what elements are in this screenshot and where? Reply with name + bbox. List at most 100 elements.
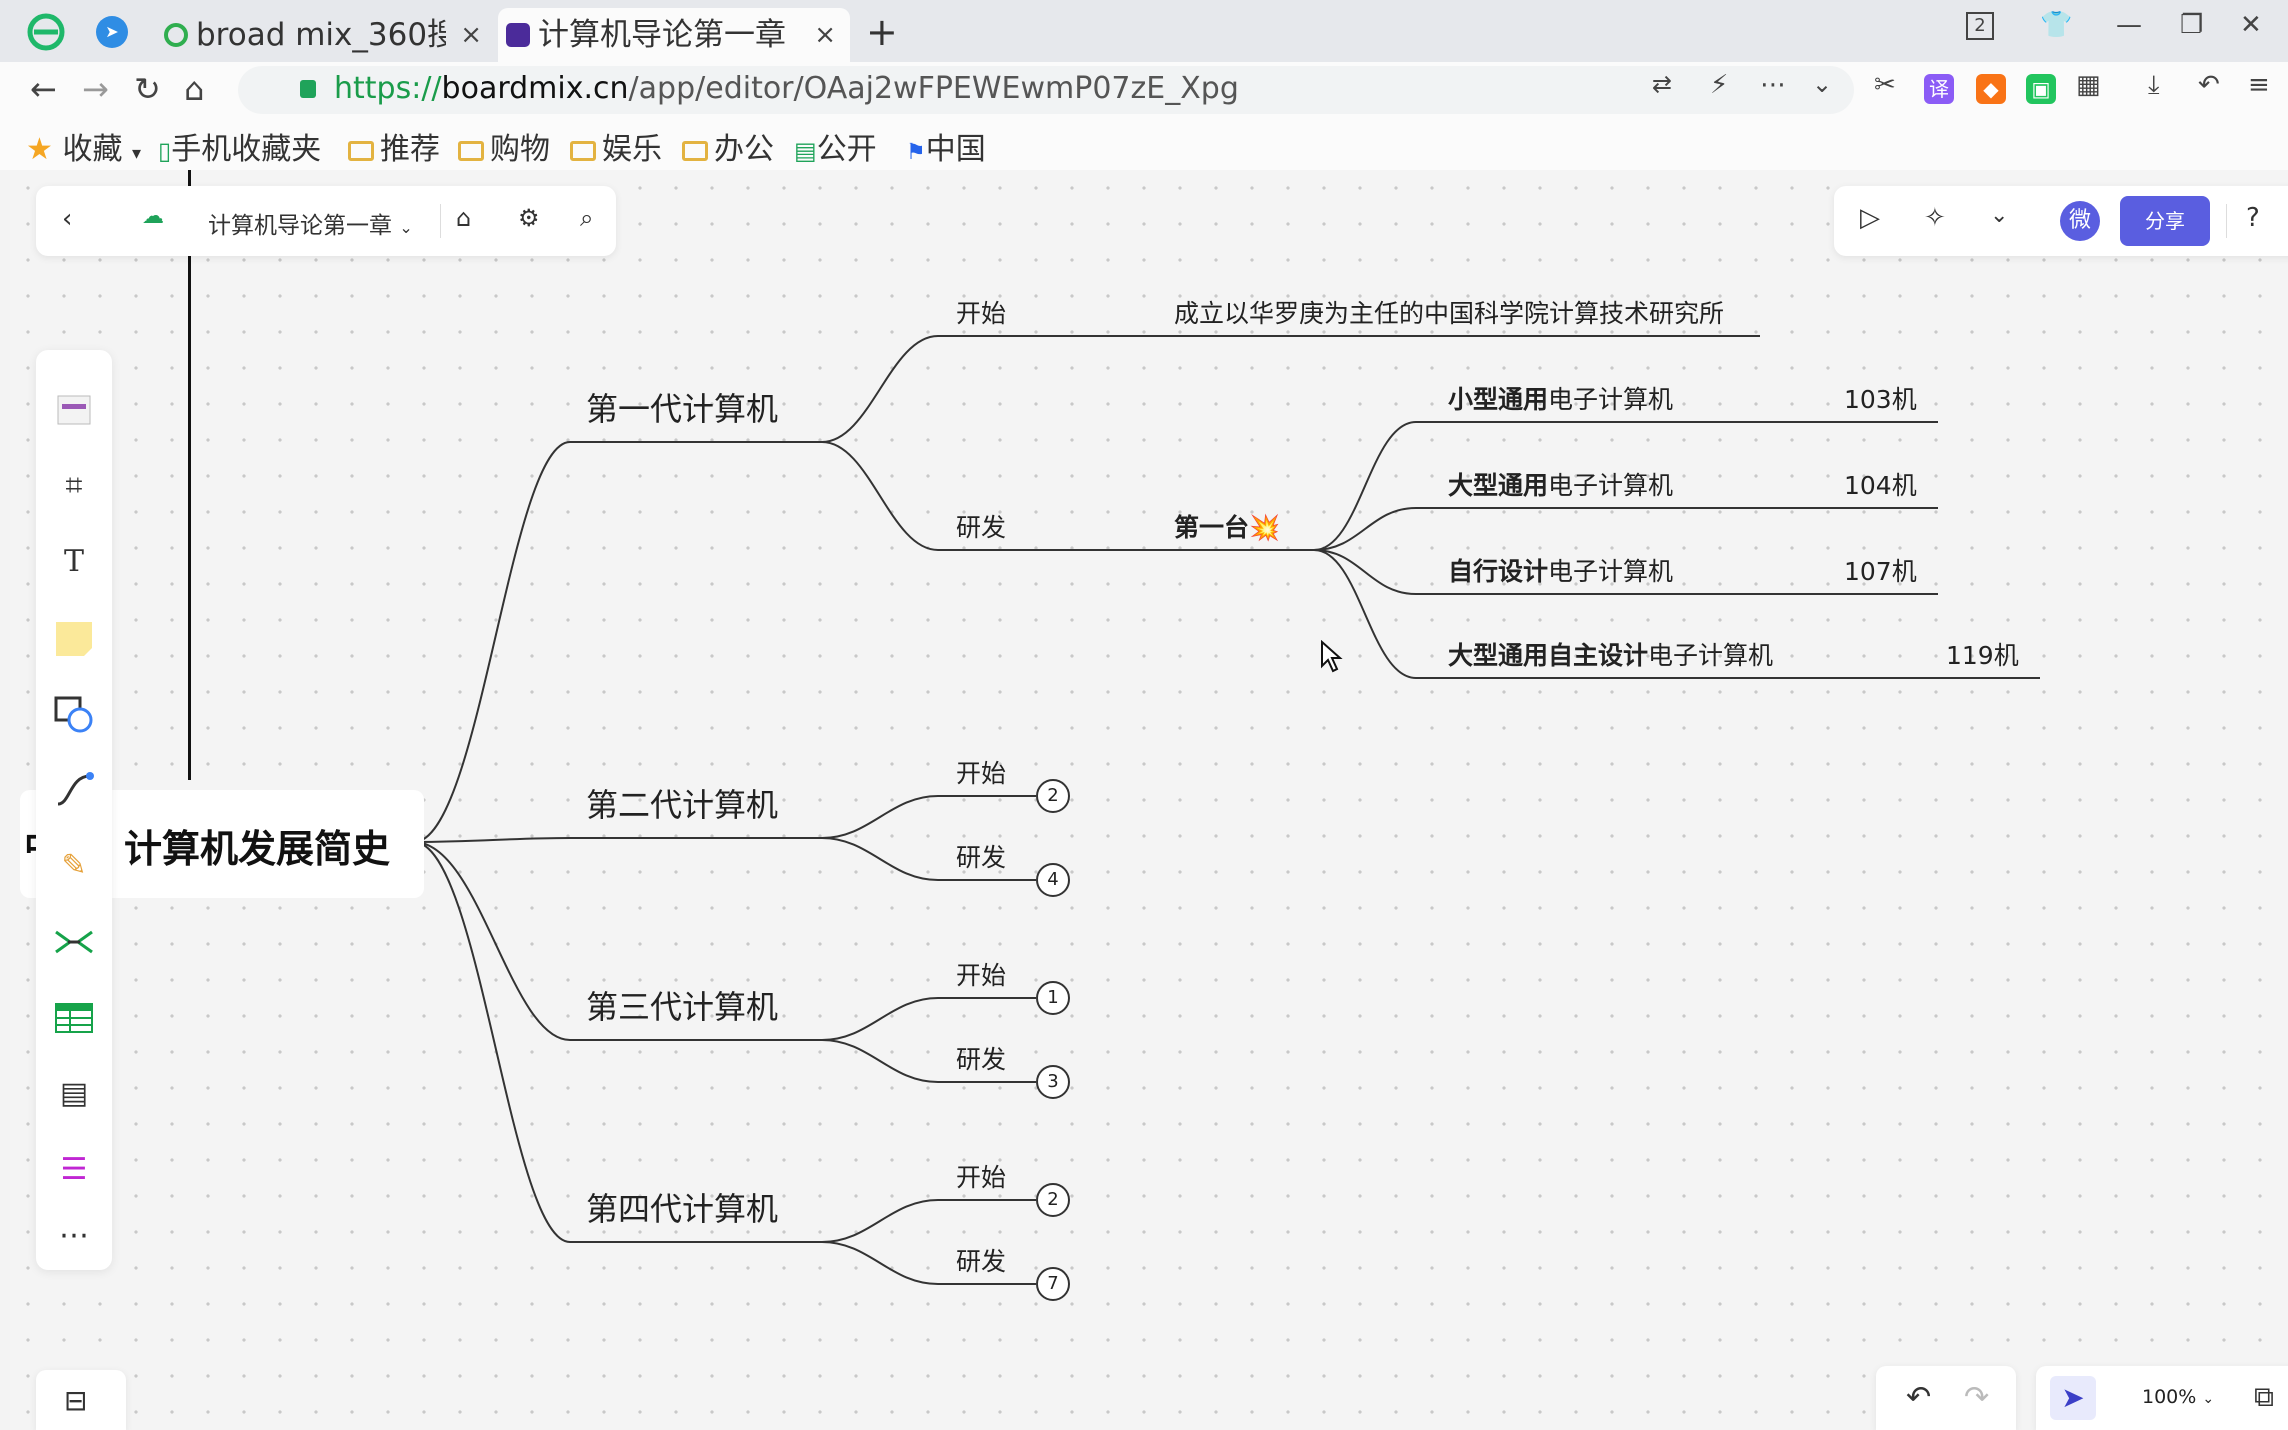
gen-4-research-node[interactable]: 研发 bbox=[956, 1247, 1007, 1276]
item-large-self-designed-model[interactable]: 119机 bbox=[1946, 641, 2019, 670]
close-window-icon[interactable]: ✕ bbox=[2240, 10, 2262, 40]
wechat-ext-icon[interactable]: ▣ bbox=[2026, 74, 2056, 104]
undo-icon[interactable]: ↶ bbox=[1906, 1380, 1932, 1415]
redo-icon[interactable]: ↷ bbox=[1964, 1380, 1990, 1415]
translate-ext-icon[interactable]: 译 bbox=[1924, 74, 1954, 104]
star-icon: ★ bbox=[26, 132, 53, 167]
minimize-icon[interactable]: — bbox=[2116, 10, 2142, 40]
frame-tool[interactable]: ⌗ bbox=[50, 462, 98, 510]
double-chevron-down-icon[interactable]: ⌄ bbox=[1990, 203, 2009, 228]
bookmark-china[interactable]: ⚑中国 bbox=[906, 132, 986, 167]
gen-1-start-node[interactable]: 开始 bbox=[956, 299, 1007, 328]
bookmark-folder-office[interactable]: 办公 bbox=[682, 124, 774, 168]
play-icon[interactable]: ▷ bbox=[1860, 203, 1880, 233]
tab-title: broad mix_360搜索 bbox=[196, 17, 446, 53]
collapsed-count-badge[interactable]: 2 bbox=[1036, 779, 1070, 813]
gen-1-node[interactable]: 第一代计算机 bbox=[586, 390, 779, 428]
document-title[interactable]: 计算机导论第一章 ⌄ bbox=[208, 213, 413, 239]
undo-close-icon[interactable]: ↶ bbox=[2198, 70, 2220, 100]
collapsed-count-badge[interactable]: 2 bbox=[1036, 1183, 1070, 1217]
collapsed-count-badge[interactable]: 7 bbox=[1036, 1267, 1070, 1301]
bookmark-folder-shopping[interactable]: 购物 bbox=[458, 124, 550, 168]
select-pointer-icon[interactable]: ➤ bbox=[2050, 1376, 2096, 1420]
translate-icon[interactable]: ⇄ bbox=[1652, 70, 1673, 98]
shape-tool[interactable] bbox=[50, 690, 98, 738]
scissors-icon[interactable]: ✂ bbox=[1874, 70, 1896, 100]
avatar[interactable]: 微 bbox=[2060, 201, 2100, 241]
bookmark-mobile[interactable]: ▯手机收藏夹 bbox=[158, 132, 322, 167]
restore-icon[interactable]: ❐ bbox=[2180, 10, 2204, 40]
game-ext-icon[interactable]: ◆ bbox=[1976, 74, 2006, 104]
menu-icon[interactable]: ≡ bbox=[2248, 70, 2270, 100]
browser-logo-icon[interactable] bbox=[26, 12, 66, 52]
item-self-designed[interactable]: 自行设计电子计算机 bbox=[1448, 557, 1674, 586]
text-tool[interactable]: T bbox=[50, 538, 98, 586]
gen-3-node[interactable]: 第三代计算机 bbox=[586, 988, 779, 1026]
send-icon[interactable]: ➤ bbox=[96, 16, 128, 48]
reload-icon[interactable]: ↻ bbox=[134, 70, 161, 108]
gen-2-research-node[interactable]: 研发 bbox=[956, 843, 1007, 872]
gen-4-node[interactable]: 第四代计算机 bbox=[586, 1190, 779, 1228]
template-tool[interactable] bbox=[50, 386, 98, 434]
bookmark-folder-recommend[interactable]: 推荐 bbox=[348, 124, 440, 168]
item-large-general[interactable]: 大型通用电子计算机 bbox=[1448, 471, 1674, 500]
bookmark-folder-entertainment[interactable]: 娱乐 bbox=[570, 124, 662, 168]
address-toolbar: ← → ↻ ⌂ https://boardmix.cn/app/editor/O… bbox=[0, 62, 2288, 118]
gen-2-start-node[interactable]: 开始 bbox=[956, 759, 1007, 788]
item-self-designed-model[interactable]: 107机 bbox=[1844, 557, 1917, 586]
lightning-icon[interactable]: ⚡ bbox=[1710, 70, 1729, 100]
collapsed-count-badge[interactable]: 3 bbox=[1036, 1065, 1070, 1099]
first-machine-node[interactable]: 第一台💥 bbox=[1174, 513, 1281, 542]
gen-3-research-node[interactable]: 研发 bbox=[956, 1045, 1007, 1074]
more-icon[interactable]: ⋯ bbox=[1760, 70, 1786, 100]
table-tool[interactable] bbox=[50, 994, 98, 1042]
apps-grid-icon[interactable]: ▦ bbox=[2076, 70, 2101, 100]
sticky-note-tool[interactable] bbox=[50, 614, 98, 662]
tab-boardmix[interactable]: 计算机导论第一章 × bbox=[498, 8, 850, 62]
close-tab-icon[interactable]: × bbox=[814, 20, 836, 50]
tag-icon[interactable]: ⌂ bbox=[456, 204, 472, 232]
celebrate-icon[interactable]: ✧ bbox=[1924, 203, 1946, 233]
bookmarks-bar: ★ 收藏 ▾ ▯手机收藏夹 推荐 购物 娱乐 办公 ▤公开 ⚑中国 bbox=[0, 118, 2288, 170]
item-large-self-designed[interactable]: 大型通用自主设计电子计算机 bbox=[1448, 641, 1774, 670]
share-button[interactable]: 分享 bbox=[2120, 196, 2210, 246]
skin-icon[interactable]: 👕 bbox=[2040, 10, 2073, 40]
gen-1-research-node[interactable]: 研发 bbox=[956, 513, 1007, 542]
settings-icon[interactable]: ⚙ bbox=[518, 204, 540, 232]
pen-tool[interactable]: ✎ bbox=[50, 842, 98, 890]
list-tool[interactable]: ☰ bbox=[50, 1146, 98, 1194]
item-small-general[interactable]: 小型通用电子计算机 bbox=[1448, 385, 1674, 414]
new-tab-button[interactable]: + bbox=[866, 10, 898, 54]
back-icon[interactable]: ← bbox=[30, 70, 57, 108]
back-icon[interactable]: ‹ bbox=[62, 204, 73, 234]
bookmark-favorites[interactable]: ★ 收藏 ▾ bbox=[26, 132, 142, 167]
gen-2-node[interactable]: 第二代计算机 bbox=[586, 786, 779, 824]
more-tools[interactable]: ⋯ bbox=[50, 1212, 98, 1260]
document-tool[interactable]: ▤ bbox=[50, 1070, 98, 1118]
close-tab-icon[interactable]: × bbox=[460, 20, 482, 50]
tab-count-badge[interactable]: 2 bbox=[1966, 12, 1994, 40]
whiteboard-canvas[interactable]: 中计算机发展简史 第一代计算机 第二代计算机 第三代计算机 第四代计算机 开始 … bbox=[10, 170, 2288, 1430]
search-icon[interactable]: ⌕ bbox=[580, 204, 594, 232]
gen-3-start-node[interactable]: 开始 bbox=[956, 961, 1007, 990]
tab-search[interactable]: broad mix_360搜索 × bbox=[156, 8, 496, 62]
connector-tool[interactable] bbox=[50, 766, 98, 814]
gen-4-start-node[interactable]: 开始 bbox=[956, 1163, 1007, 1192]
download-icon[interactable]: ⤓ bbox=[2148, 70, 2160, 100]
collapsed-count-badge[interactable]: 4 bbox=[1036, 863, 1070, 897]
gen-1-start-note[interactable]: 成立以华罗庚为主任的中国科学院计算技术研究所 bbox=[1174, 299, 1725, 328]
collapsed-count-badge[interactable]: 1 bbox=[1036, 981, 1070, 1015]
item-small-general-model[interactable]: 103机 bbox=[1844, 385, 1917, 414]
mindmap-tool[interactable] bbox=[50, 918, 98, 966]
text-icon: T bbox=[63, 544, 84, 579]
item-large-general-model[interactable]: 104机 bbox=[1844, 471, 1917, 500]
bookmark-public[interactable]: ▤公开 bbox=[794, 132, 877, 167]
forward-icon[interactable]: → bbox=[82, 70, 109, 108]
url-field[interactable]: https://boardmix.cn/app/editor/OAaj2wFPE… bbox=[238, 66, 1854, 114]
minimap-button[interactable]: ⊟ bbox=[36, 1370, 126, 1430]
help-icon[interactable]: ? bbox=[2246, 203, 2260, 233]
book-icon[interactable]: ⧉ bbox=[2254, 1380, 2274, 1413]
home-icon[interactable]: ⌂ bbox=[184, 70, 205, 108]
chevron-down-icon[interactable]: ⌄ bbox=[1812, 70, 1833, 98]
zoom-level[interactable]: 100% ⌄ bbox=[2142, 1386, 2215, 1408]
